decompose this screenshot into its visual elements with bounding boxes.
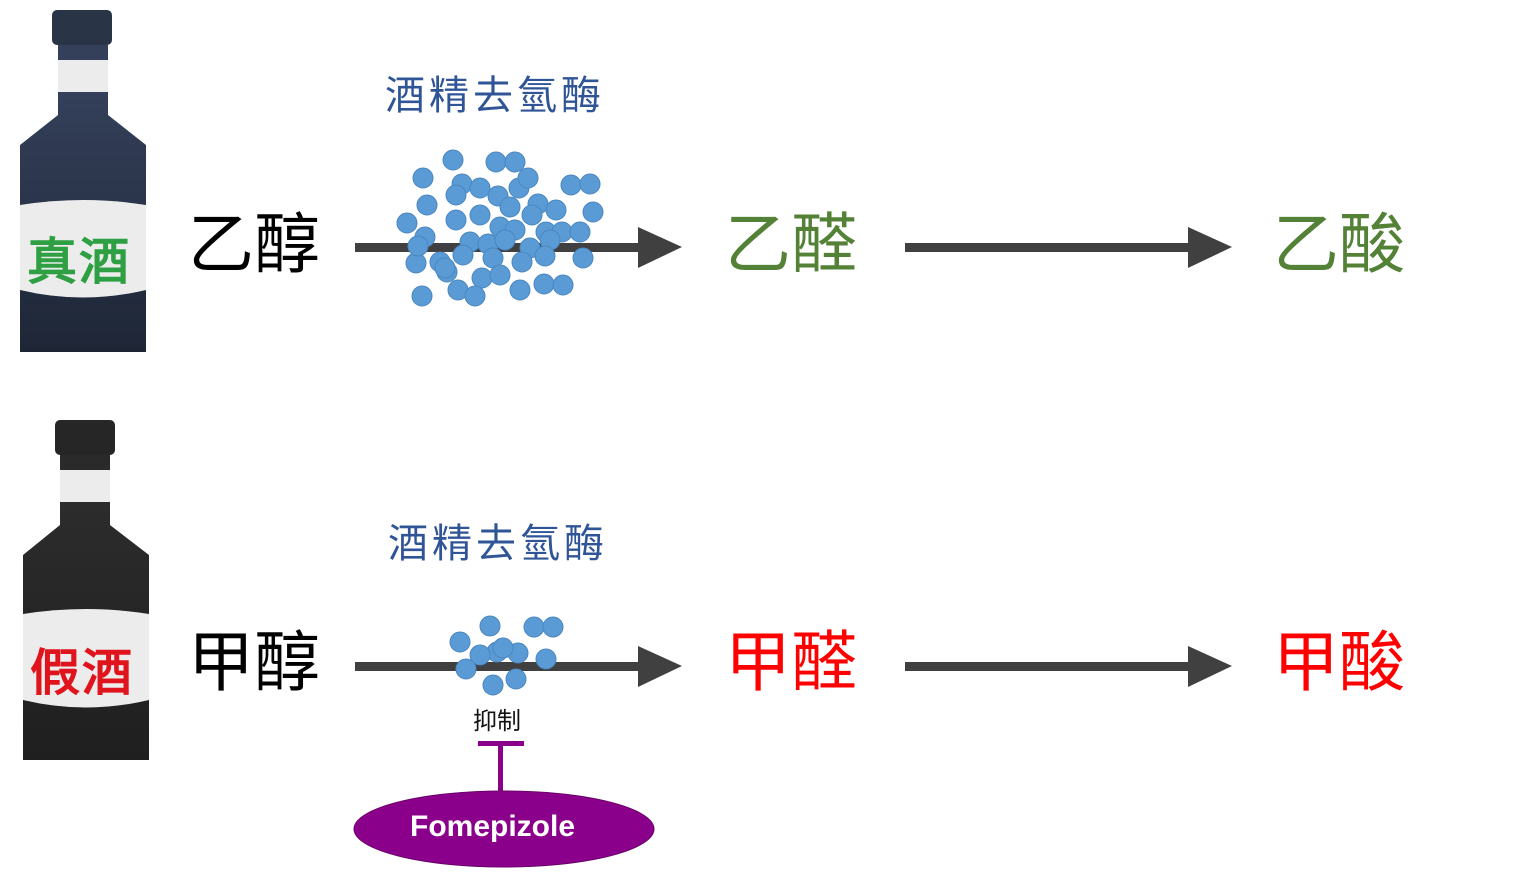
enzyme-label-adh-2: 酒精去氫酶 bbox=[388, 521, 608, 567]
intermediate-formaldehyde: 甲醛 bbox=[725, 624, 857, 701]
enzyme-dot bbox=[416, 194, 438, 216]
enzyme-dot bbox=[434, 257, 456, 279]
substrate-methanol: 甲醇 bbox=[188, 624, 320, 701]
arrow-methanol-to-formaldehyde bbox=[355, 646, 682, 687]
arrow-formaldehyde-to-formic-acid bbox=[905, 646, 1232, 687]
inhibitor-fomepizole: Fomepizole bbox=[410, 810, 576, 843]
real-liquor-bottle-icon bbox=[20, 10, 146, 352]
enzyme-dot bbox=[511, 251, 533, 273]
enzyme-dot bbox=[469, 177, 491, 199]
bottle-label-fake: 假酒 bbox=[30, 644, 134, 702]
enzyme-dot bbox=[494, 229, 516, 251]
enzyme-label-adh: 酒精去氫酶 bbox=[385, 73, 605, 119]
bottle-neck bbox=[60, 455, 110, 473]
enzyme-dot bbox=[445, 209, 467, 231]
intermediate-acetaldehyde: 乙醛 bbox=[725, 206, 857, 283]
substrate-ethanol: 乙醇 bbox=[188, 206, 320, 283]
bottle-cap bbox=[52, 10, 112, 45]
enzyme-dot bbox=[449, 631, 471, 653]
enzyme-dot bbox=[411, 285, 433, 307]
bottle-neck bbox=[58, 45, 108, 63]
enzyme-dot bbox=[482, 674, 504, 696]
enzyme-dot bbox=[485, 151, 507, 173]
enzyme-dot bbox=[442, 149, 464, 171]
bottle-label-real: 真酒 bbox=[27, 233, 131, 291]
enzyme-dot bbox=[407, 235, 429, 257]
enzyme-dot bbox=[521, 204, 543, 226]
enzyme-cluster-few bbox=[449, 615, 564, 696]
enzyme-dot bbox=[534, 245, 556, 267]
enzyme-dot bbox=[517, 167, 539, 189]
enzyme-dot bbox=[464, 285, 486, 307]
enzyme-dot bbox=[412, 167, 434, 189]
enzyme-dot bbox=[569, 221, 591, 243]
enzyme-dot bbox=[455, 658, 477, 680]
enzyme-dot bbox=[445, 184, 467, 206]
bottle-cap bbox=[55, 420, 115, 455]
enzyme-dot bbox=[469, 644, 491, 666]
enzyme-dot bbox=[572, 247, 594, 269]
enzyme-dot bbox=[452, 244, 474, 266]
enzyme-dot bbox=[499, 196, 521, 218]
enzyme-dot bbox=[523, 616, 545, 638]
inhibition-bar-icon bbox=[478, 741, 524, 791]
enzyme-dot bbox=[471, 267, 493, 289]
enzyme-dot bbox=[579, 173, 601, 195]
enzyme-dot bbox=[489, 264, 511, 286]
enzyme-dot bbox=[533, 273, 555, 295]
enzyme-dot bbox=[479, 615, 501, 637]
enzyme-dot bbox=[505, 668, 527, 690]
enzyme-cluster-many bbox=[396, 149, 604, 307]
enzyme-dot bbox=[545, 199, 567, 221]
bottle-label bbox=[23, 609, 149, 708]
fomepizole-ellipse bbox=[353, 790, 655, 868]
enzyme-dot bbox=[552, 274, 574, 296]
neck-label bbox=[60, 470, 110, 504]
bottle-label bbox=[20, 200, 146, 298]
enzyme-dot bbox=[492, 637, 514, 659]
enzyme-dot bbox=[582, 201, 604, 223]
product-acetic-acid: 乙酸 bbox=[1273, 206, 1405, 283]
fake-liquor-bottle-icon bbox=[23, 420, 149, 760]
enzyme-dot bbox=[504, 151, 526, 173]
neck-label bbox=[58, 60, 108, 94]
enzyme-dot bbox=[396, 212, 418, 234]
enzyme-dot bbox=[469, 204, 491, 226]
inhibition-label: 抑制 bbox=[473, 707, 521, 735]
enzyme-dot bbox=[509, 279, 531, 301]
enzyme-dot bbox=[535, 648, 557, 670]
enzyme-dot bbox=[560, 174, 582, 196]
arrow-acetaldehyde-to-acetic-acid bbox=[905, 227, 1232, 268]
product-formic-acid: 甲酸 bbox=[1273, 624, 1405, 701]
enzyme-dot bbox=[542, 616, 564, 638]
